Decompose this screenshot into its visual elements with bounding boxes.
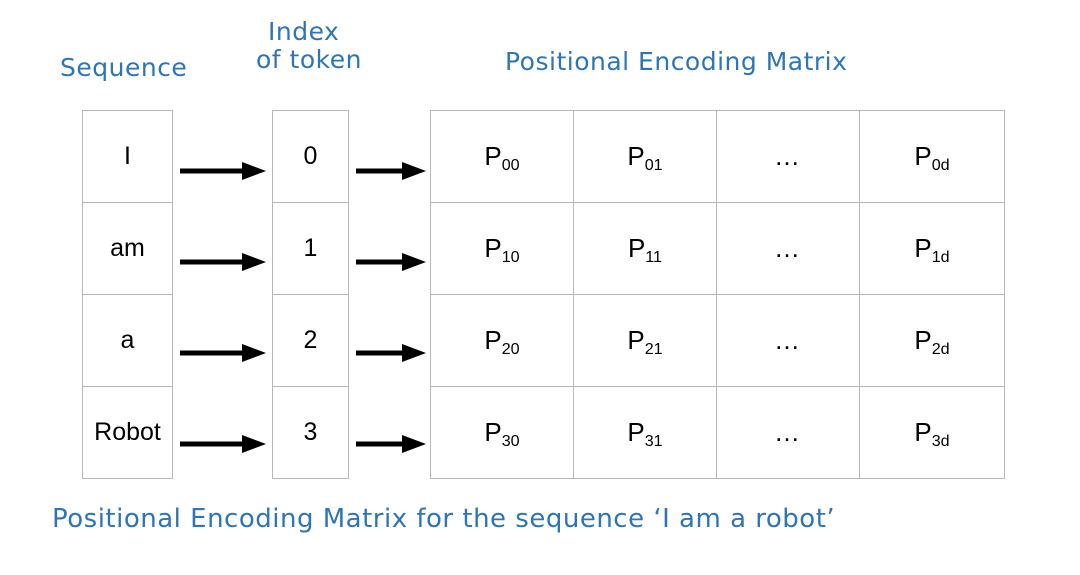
index-cell: 2	[272, 294, 349, 387]
index-table: 0 1 2 3	[272, 110, 349, 479]
table-row: 3	[272, 386, 349, 479]
index-cell: 3	[272, 386, 349, 479]
matrix-cell: P30	[430, 386, 574, 479]
matrix-cell: P21	[573, 294, 717, 387]
index-label-line-1: Index	[268, 17, 340, 46]
arrow-sequence-to-index	[180, 433, 266, 455]
matrix-cell: P0d	[859, 110, 1005, 203]
index-cell: 0	[272, 110, 349, 203]
table-row: a	[82, 294, 173, 387]
matrix-cell: P20	[430, 294, 574, 387]
matrix-cell: P31	[573, 386, 717, 479]
arrow-sequence-to-index	[180, 160, 266, 182]
matrix-cell: P00	[430, 110, 574, 203]
matrix-cell: …	[716, 110, 860, 203]
table-row: am	[82, 202, 173, 295]
arrow-sequence-to-index	[180, 251, 266, 273]
arrow-index-to-matrix	[356, 251, 426, 273]
matrix-cell: P2d	[859, 294, 1005, 387]
matrix-cell: …	[716, 202, 860, 295]
sequence-cell: am	[82, 202, 173, 295]
table-row: 2	[272, 294, 349, 387]
arrow-index-to-matrix	[356, 342, 426, 364]
index-cell: 1	[272, 202, 349, 295]
table-row: Robot	[82, 386, 173, 479]
matrix-cell: P1d	[859, 202, 1005, 295]
arrow-index-to-matrix	[356, 433, 426, 455]
matrix-cell: P10	[430, 202, 574, 295]
sequence-cell: a	[82, 294, 173, 387]
index-column-label: Index of token	[256, 17, 362, 74]
figure-caption: Positional Encoding Matrix for the seque…	[52, 504, 836, 534]
index-label-line-2: of token	[256, 45, 362, 74]
sequence-cell: Robot	[82, 386, 173, 479]
matrix-title-label: Positional Encoding Matrix	[505, 47, 848, 76]
matrix-cell: …	[716, 386, 860, 479]
sequence-cell: I	[82, 110, 173, 203]
matrix-cell: P3d	[859, 386, 1005, 479]
table-row: 1	[272, 202, 349, 295]
arrow-index-to-matrix	[356, 160, 426, 182]
sequence-table: I am a Robot	[82, 110, 173, 479]
table-row: 0	[272, 110, 349, 203]
table-row: I	[82, 110, 173, 203]
matrix-cell: P01	[573, 110, 717, 203]
matrix-cell: …	[716, 294, 860, 387]
arrow-sequence-to-index	[180, 342, 266, 364]
sequence-column-label: Sequence	[60, 53, 188, 82]
matrix-cell: P11	[573, 202, 717, 295]
